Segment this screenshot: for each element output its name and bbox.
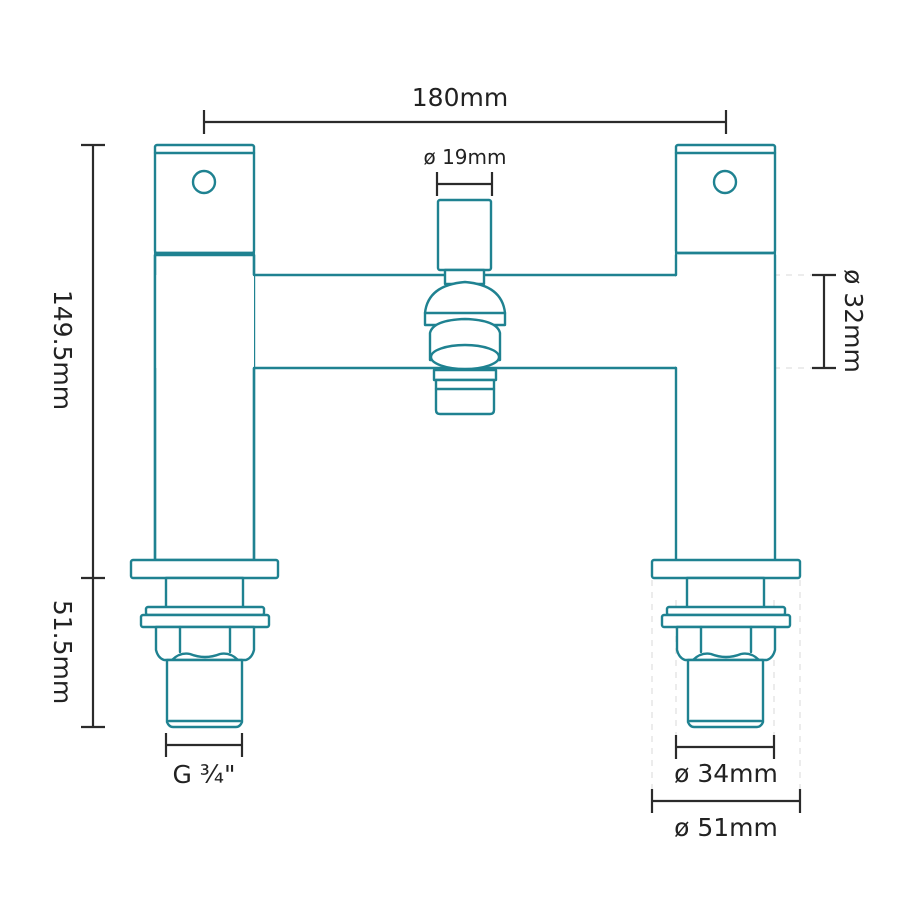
left-handle bbox=[153, 143, 256, 255]
tail-diameter-label: ø 34mm bbox=[674, 759, 778, 788]
dimension-flange-diameter bbox=[650, 580, 802, 813]
diverter-and-spout bbox=[423, 198, 507, 416]
dimension-thread bbox=[164, 733, 244, 757]
diverter-knob bbox=[436, 198, 493, 272]
flange-diameter-label: ø 51mm bbox=[674, 813, 778, 842]
right-handle bbox=[674, 143, 777, 255]
spout-diameter-label: ø 19mm bbox=[423, 145, 506, 169]
dimension-tail-diameter bbox=[674, 600, 776, 759]
dimension-overall-width bbox=[202, 110, 728, 134]
right-handle-indicator-icon bbox=[712, 169, 738, 195]
overall-width-label: 180mm bbox=[412, 83, 508, 112]
inlet-thread-label: G ¾" bbox=[172, 760, 235, 789]
height-above-deck-label: 149.5mm bbox=[48, 290, 77, 410]
dimension-spout-diameter bbox=[435, 172, 494, 196]
body-diameter-label: ø 32mm bbox=[839, 269, 868, 373]
height-below-deck-label: 51.5mm bbox=[48, 600, 77, 704]
dimension-height bbox=[81, 143, 105, 729]
left-handle-indicator-icon bbox=[191, 169, 217, 195]
dimension-body-diameter bbox=[690, 273, 836, 370]
right-pillar bbox=[650, 143, 802, 729]
left-pillar bbox=[129, 143, 280, 729]
